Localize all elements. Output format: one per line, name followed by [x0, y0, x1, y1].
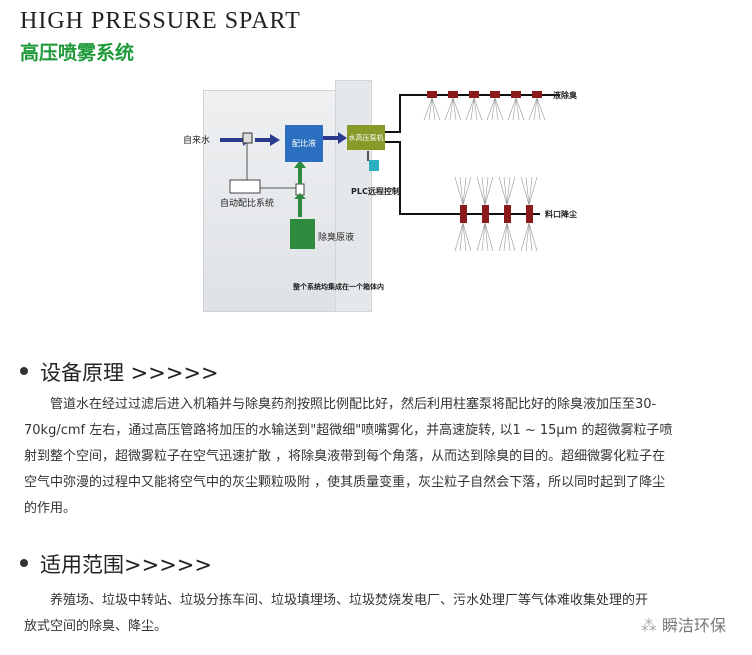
section-heading-principle: 设备原理 >>>>>: [40, 361, 219, 385]
text-line: 管道水在经过过滤后进入机箱并与除臭药剂按照比例配比好，然后利用柱塞泵将配比好的除…: [50, 397, 657, 412]
auto-ratio-label: 自动配比系统: [220, 199, 275, 209]
dust-output-label: 料口降尘: [545, 210, 577, 219]
deodorize-output-label: 液除臭: [553, 91, 577, 100]
pipe-lines: [220, 91, 560, 252]
watermark-text: 瞬洁环保: [661, 616, 726, 635]
deodorant-label: 除臭原液: [318, 233, 355, 243]
cabinet-side: [335, 80, 372, 312]
text-line: 空气中弥漫的过程中又能将空气中的灰尘颗粒吸附 ，使其质量变重，灰尘粒子自然会下落…: [24, 475, 666, 490]
page-subtitle: 高压喷雾系统: [20, 42, 135, 64]
page-title: HIGH PRESSURE SPART: [20, 8, 301, 34]
system-diagram: 自来水 配比液 水高压泵机 PLC远程控制 自动配比系统 除臭原液 液除臭 料口…: [165, 80, 585, 325]
section-heading-scope: 适用范围>>>>>: [40, 553, 212, 577]
deodorant-tank: [290, 219, 315, 249]
scope-paragraph: 养殖场、垃圾中转站、垃圾分拣车间、垃圾填埋场、垃圾焚烧发电厂、污水处理厂等气体难…: [24, 588, 724, 640]
text-line: 射到整个空间，超微雾粒子在空气迅速扩散 ，将除臭液带到每个角落，从而达到除臭的目…: [24, 449, 666, 464]
tap-water-label: 自来水: [183, 136, 211, 146]
wechat-icon: ⁂: [640, 616, 662, 635]
bullet-icon: [20, 559, 28, 567]
text-line: 放式空间的除臭、降尘。: [24, 619, 168, 634]
plc-label: PLC远程控制: [351, 187, 400, 196]
text-line: 养殖场、垃圾中转站、垃圾分拣车间、垃圾填埋场、垃圾焚烧发电厂、污水处理厂等气体难…: [50, 593, 649, 608]
ratio-liquid-box: 配比液: [285, 125, 323, 162]
text-line: 70kg/cmf 左右，通过高压管路将加压的水输送到"超微细"喷嘴雾化，并高速旋…: [24, 423, 673, 438]
diagram-caption: 整个系统均集成在一个箱体内: [293, 283, 384, 291]
watermark: ⁂ 瞬洁环保: [641, 612, 726, 636]
pump-box: 水高压泵机: [347, 125, 385, 150]
text-line: 的作用。: [24, 501, 77, 516]
plc-unit: [369, 160, 379, 171]
principle-paragraph: 管道水在经过过滤后进入机箱并与除臭药剂按照比例配比好，然后利用柱塞泵将配比好的除…: [24, 392, 724, 522]
bullet-icon: [20, 367, 28, 375]
